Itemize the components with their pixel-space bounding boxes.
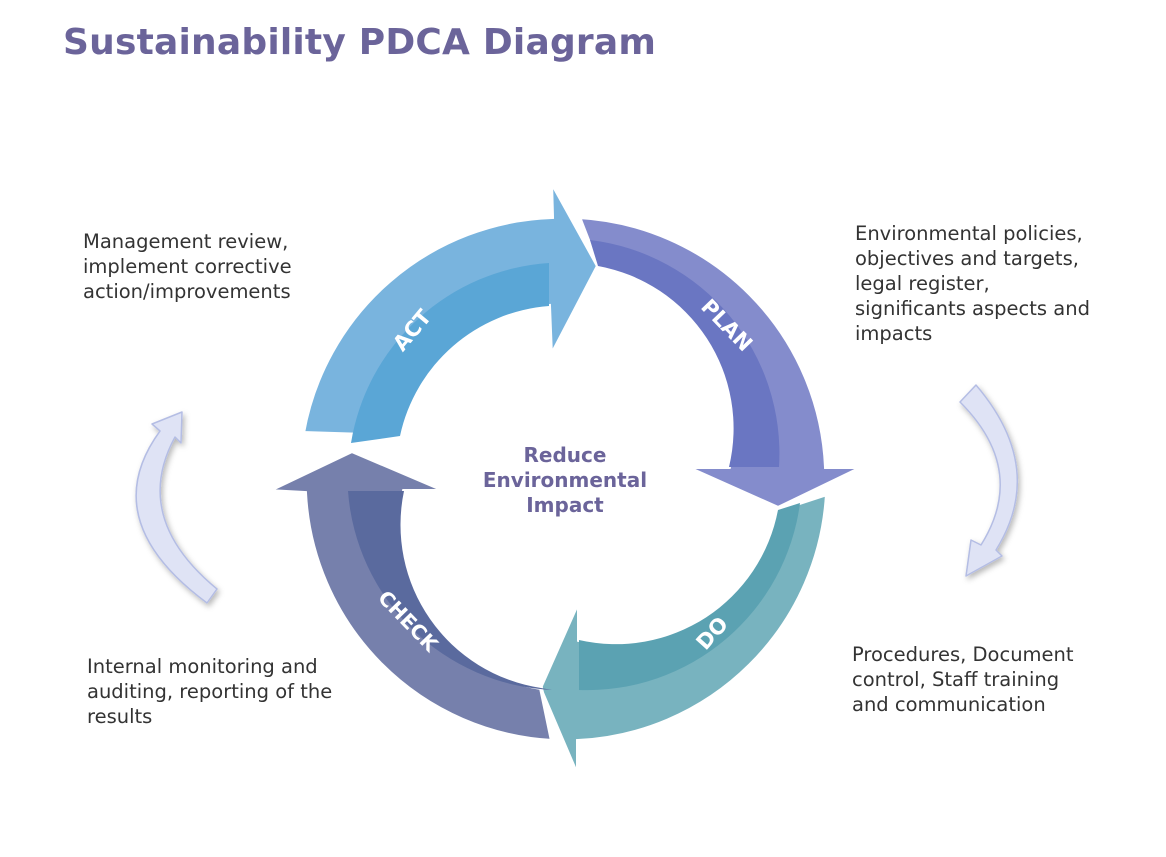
- page-title: Sustainability PDCA Diagram: [63, 22, 657, 63]
- act-description: Management review, implement corrective …: [83, 230, 292, 303]
- act-arrow-inner: [351, 263, 549, 443]
- do-segment: [537, 491, 830, 778]
- plan-description: Environmental policies, objectives and t…: [855, 222, 1090, 345]
- center-line-2: Environmental: [483, 468, 647, 492]
- check-description: Internal monitoring and auditing, report…: [87, 655, 333, 728]
- check-arrow-inner: [348, 491, 552, 690]
- act-segment: [300, 180, 601, 443]
- check-segment: [267, 448, 555, 744]
- center-line-1: Reduce: [524, 443, 607, 467]
- do-description: Procedures, Document control, Staff trai…: [852, 643, 1074, 716]
- curved-arrow-up-icon: [135, 411, 218, 604]
- center-line-3: Impact: [526, 493, 604, 517]
- curved-arrow-left-shape: [135, 411, 218, 604]
- curved-arrow-down-icon: [959, 384, 1019, 577]
- center-text: Reduce Environmental Impact: [483, 443, 647, 517]
- do-arrow-inner: [579, 503, 800, 691]
- plan-segment: [576, 214, 864, 511]
- curved-arrow-right-shape: [959, 384, 1019, 577]
- plan-arrow-inner: [590, 240, 780, 467]
